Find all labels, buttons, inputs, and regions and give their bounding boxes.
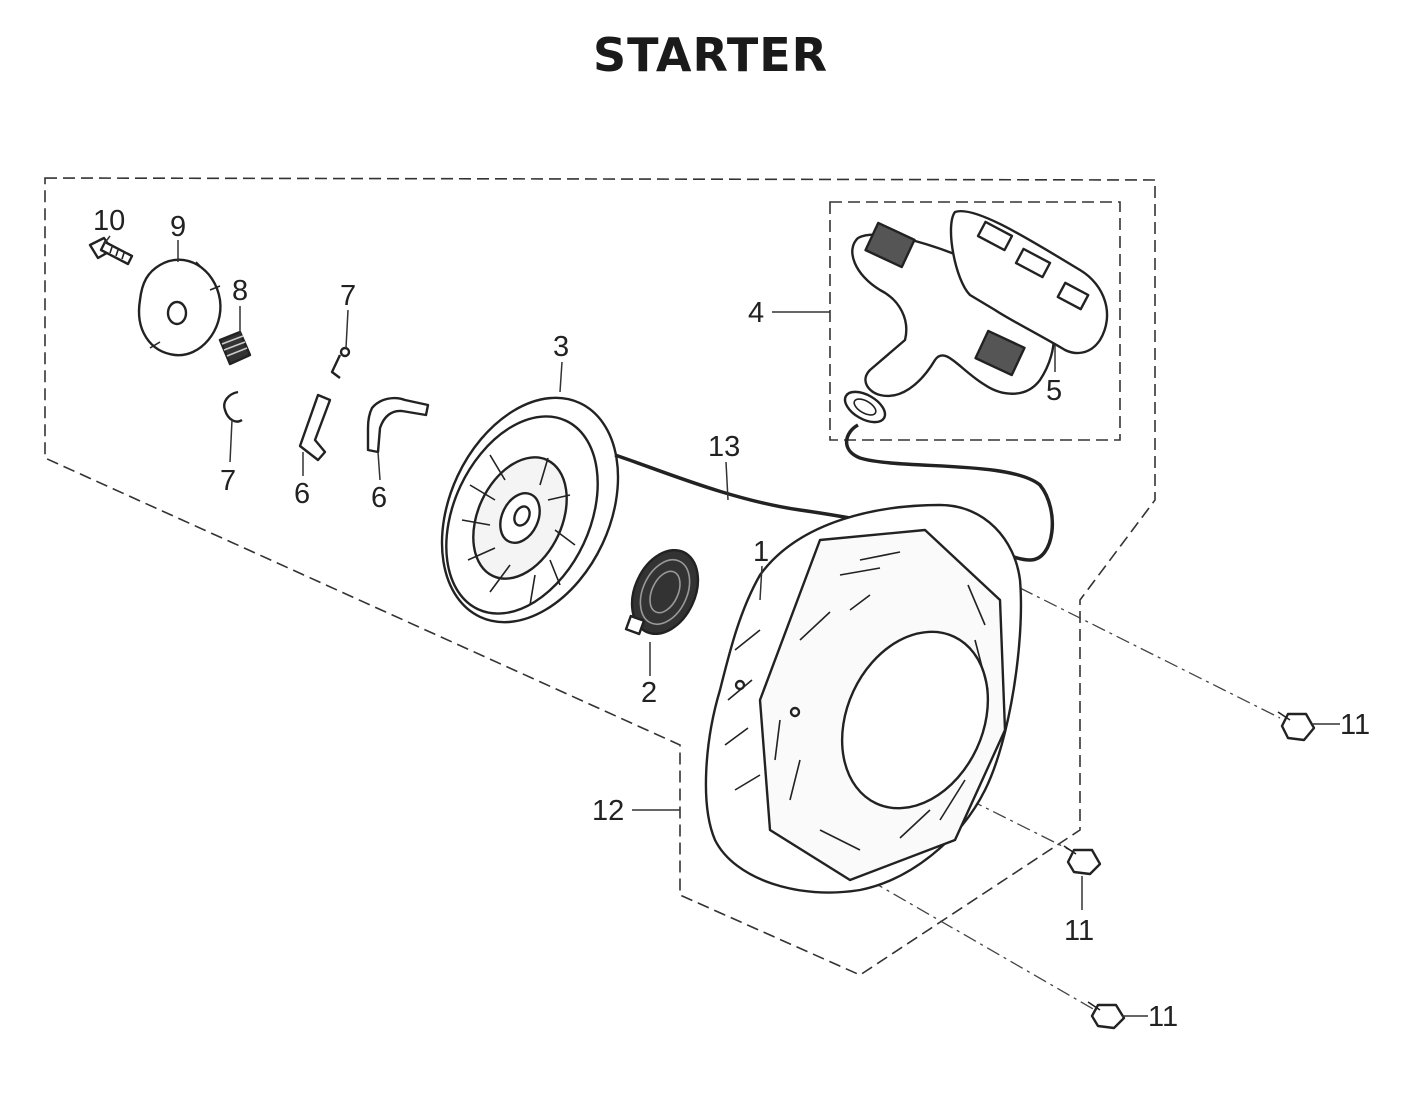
part-7-pin-top (330, 346, 351, 379)
leader-10 (103, 235, 111, 245)
callout-1: 1 (753, 536, 769, 568)
part-2-recoil-spring (624, 548, 700, 636)
callout-11-right: 11 (1340, 709, 1370, 741)
callout-7-left: 7 (220, 465, 236, 497)
callout-13: 13 (708, 431, 740, 463)
callout-6-left: 6 (294, 478, 310, 510)
part-4-t-handle (843, 221, 1056, 424)
handle-assembly-boundary-4 (829, 201, 1121, 441)
callout-7-top: 7 (340, 280, 356, 312)
diagram-title: STARTER (592, 28, 829, 82)
axis-line-bolt-middle (799, 714, 1071, 851)
part-13-rope (614, 423, 1054, 562)
leader-3 (559, 361, 563, 393)
leader-13 (725, 461, 729, 501)
callout-5: 5 (1046, 375, 1062, 407)
axis-line-bolt-right (1019, 587, 1281, 719)
part-10-bolt (88, 236, 134, 266)
part-7-clip-left (223, 390, 243, 423)
part-6-pawl-left (298, 393, 332, 462)
part-9-ratchet-plate (137, 258, 222, 357)
leader-7-left (229, 419, 233, 463)
part-3-reel (440, 396, 620, 624)
part-1-housing (704, 503, 1023, 894)
part-11-bolt-middle (1063, 845, 1102, 876)
callout-12: 12 (592, 795, 624, 827)
callout-10: 10 (93, 205, 125, 237)
part-6-pawl-right (366, 396, 430, 454)
leader-6-right (377, 451, 381, 481)
callout-4: 4 (748, 297, 764, 329)
assembly-boundary-12 (44, 177, 1156, 976)
part-11-bolt-right (1277, 711, 1316, 742)
part-5-grip-insert (949, 209, 1109, 355)
callout-3: 3 (553, 331, 569, 363)
callout-11-middle: 11 (1064, 915, 1094, 947)
part-8-spring (218, 330, 252, 366)
callout-6-right: 6 (371, 482, 387, 514)
callout-8: 8 (232, 275, 248, 307)
leader-7-top (345, 309, 349, 349)
leader-1 (759, 565, 763, 601)
callout-2: 2 (641, 677, 657, 709)
callout-9: 9 (170, 211, 186, 243)
part-11-bolt-lower (1087, 1001, 1126, 1030)
callout-11-lower: 11 (1148, 1001, 1178, 1033)
